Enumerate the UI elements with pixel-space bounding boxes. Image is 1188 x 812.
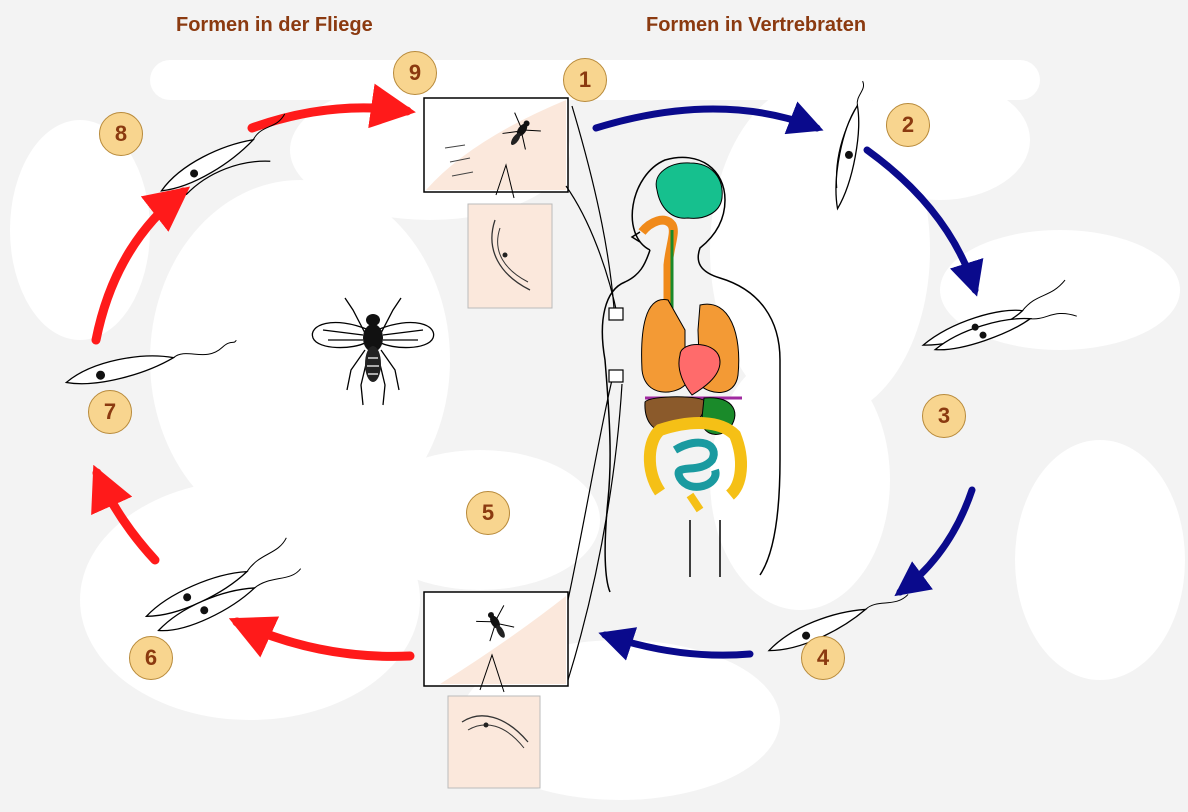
stage-badge-3: 3 — [922, 394, 966, 438]
stage-badge-8: 8 — [99, 112, 143, 156]
arrow-3-to-4 — [900, 490, 972, 592]
stage-badge-2: 2 — [886, 103, 930, 147]
stage-badge-1: 1 — [563, 58, 607, 102]
stage-badge-9: 9 — [393, 51, 437, 95]
stage-badge-4: 4 — [801, 636, 845, 680]
stage-badge-7: 7 — [88, 390, 132, 434]
title-vertebrate-forms: Formen in Vertrebraten — [646, 14, 866, 37]
stage-badge-6: 6 — [129, 636, 173, 680]
stage-badge-5: 5 — [466, 491, 510, 535]
connector-lines — [566, 106, 622, 680]
title-fly-forms: Formen in der Fliege — [176, 14, 373, 37]
